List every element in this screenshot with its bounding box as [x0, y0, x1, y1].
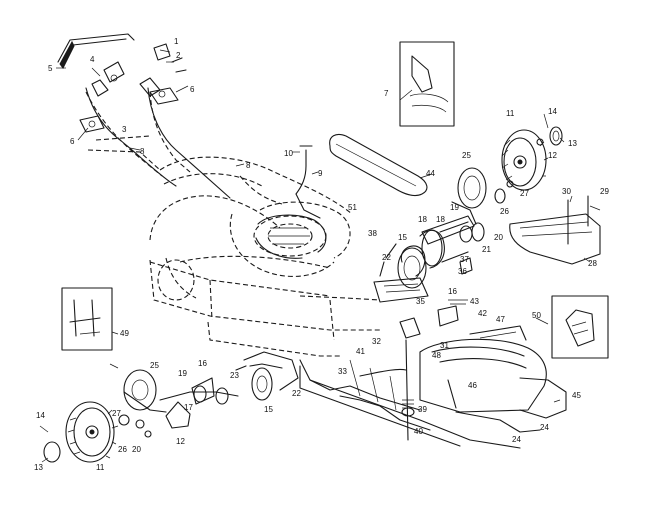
label-15a: 15	[398, 233, 407, 242]
label-20a: 20	[494, 233, 503, 242]
label-12a: 12	[548, 151, 557, 160]
label-8a: 8	[140, 147, 145, 156]
label-24a: 24	[540, 423, 549, 432]
label-2: 2	[176, 51, 181, 60]
leader-lines	[39, 49, 601, 463]
label-25a: 25	[462, 151, 471, 160]
label-36: 36	[458, 267, 467, 276]
label-5: 5	[48, 64, 53, 73]
center-gear	[235, 351, 299, 401]
label-51: 51	[348, 203, 357, 212]
gear-shaft	[379, 215, 485, 339]
label-17: 17	[184, 403, 193, 412]
label-13a: 13	[568, 139, 577, 148]
label-39: 39	[418, 405, 427, 414]
label-19a: 19	[450, 203, 459, 212]
inset-box-50	[551, 295, 609, 359]
label-18b: 18	[436, 215, 445, 224]
lower-deck	[299, 359, 521, 449]
label-16a: 16	[448, 287, 457, 296]
control-rod	[359, 339, 415, 441]
label-18a: 18	[418, 215, 427, 224]
label-35: 35	[416, 297, 425, 306]
label-23: 23	[230, 371, 239, 380]
label-8b: 8	[246, 161, 251, 170]
control-cable	[295, 145, 321, 219]
label-40: 40	[414, 427, 423, 436]
label-6a: 6	[70, 137, 75, 146]
left-wheel-assembly	[43, 369, 239, 463]
label-4: 4	[90, 55, 95, 64]
label-26b: 26	[118, 445, 127, 454]
label-33: 33	[338, 367, 347, 376]
label-49: 49	[120, 329, 129, 338]
label-20b: 20	[132, 445, 141, 454]
label-16b: 16	[198, 359, 207, 368]
label-9: 9	[318, 169, 323, 178]
label-44: 44	[426, 169, 435, 178]
label-6b: 6	[190, 85, 195, 94]
right-wheel-assembly	[451, 126, 563, 225]
label-27a: 27	[520, 189, 529, 198]
label-32: 32	[372, 337, 381, 346]
inset-box-7	[399, 41, 455, 127]
label-21: 21	[482, 245, 491, 254]
label-7: 7	[384, 89, 389, 98]
inset-box-49	[61, 287, 113, 351]
label-26a: 26	[500, 207, 509, 216]
label-22a: 22	[382, 253, 391, 262]
label-25b: 25	[150, 361, 159, 370]
label-27b: 27	[112, 409, 121, 418]
label-14b: 14	[36, 411, 45, 420]
label-30: 30	[562, 187, 571, 196]
label-11a: 11	[506, 109, 515, 118]
label-37: 37	[460, 255, 469, 264]
label-1: 1	[174, 37, 179, 46]
label-46: 46	[468, 381, 477, 390]
label-47: 47	[496, 315, 505, 324]
label-12b: 12	[176, 437, 185, 446]
deck-housing	[149, 156, 381, 357]
label-15b: 15	[264, 405, 273, 414]
label-13b: 13	[34, 463, 43, 472]
handle-assembly	[57, 33, 231, 199]
label-24b: 24	[512, 435, 521, 444]
label-45: 45	[572, 391, 581, 400]
label-11b: 11	[96, 463, 105, 472]
axle-bracket	[509, 195, 601, 265]
label-22b: 22	[292, 389, 301, 398]
drive-belt	[329, 133, 428, 197]
label-29: 29	[600, 187, 609, 196]
label-31: 31	[440, 341, 449, 350]
label-42: 42	[478, 309, 487, 318]
label-38: 38	[368, 229, 377, 238]
rear-guard	[419, 325, 567, 433]
label-19b: 19	[178, 369, 187, 378]
label-48: 48	[432, 351, 441, 360]
transmission-pulleys	[373, 221, 469, 303]
label-14a: 14	[548, 107, 557, 116]
label-43: 43	[470, 297, 479, 306]
label-28: 28	[588, 259, 597, 268]
label-41: 41	[356, 347, 365, 356]
part-labels: 1 2 3 4 5 6 6 7 8 8 9 10 11 11 12 12 13 …	[34, 37, 609, 472]
label-10: 10	[284, 149, 293, 158]
label-50: 50	[532, 311, 541, 320]
label-3: 3	[122, 125, 127, 134]
